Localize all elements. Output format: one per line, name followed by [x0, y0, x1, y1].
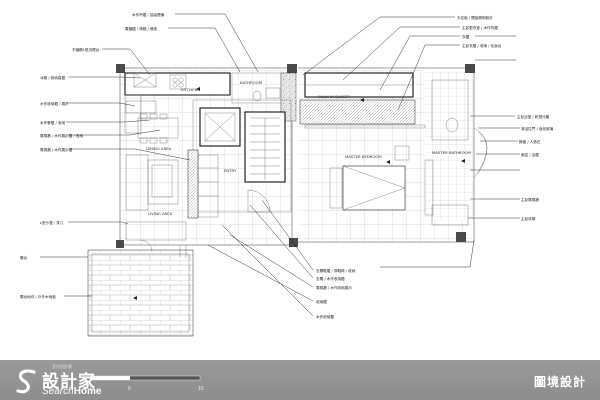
annotation-label: 主臥床頭 — [521, 216, 536, 221]
column — [289, 238, 298, 247]
annotation-label: 木作吊櫃 / 抽油煙機 — [132, 12, 165, 17]
terrazzo-strip — [280, 72, 297, 122]
column — [465, 64, 475, 73]
leader-lines-left — [40, 13, 259, 297]
annotation-label: 主臥電視牆 — [521, 197, 539, 202]
column — [456, 232, 466, 242]
annotation-label: 木作收納櫃 / 展示 — [40, 101, 69, 106]
scale-bar: 0 5 10 — [89, 370, 240, 392]
column — [116, 240, 124, 248]
annotation-label: 電器櫃 / 烤箱 / 微波 — [125, 26, 158, 31]
annotation-label: 冰箱 / 收納高櫃 — [40, 75, 65, 80]
annotation-label: 衣櫃 — [462, 34, 470, 39]
floor-balcony — [88, 250, 193, 336]
annotation-label: 不鏽鋼L型流理台 — [72, 47, 100, 52]
scale-label-0: 0 — [90, 386, 93, 392]
room-label-bathroom: BATHROOM — [240, 80, 262, 85]
annotation-label: 電視牆 / 木作收納展示 — [316, 285, 352, 290]
annotation-label: 收納櫃 — [316, 299, 327, 304]
closet-shelving — [299, 99, 416, 125]
annotation-label: 玄關鞋櫃 / 穿鞋椅 / 收納 — [316, 268, 356, 273]
scale-bar-graphic — [89, 375, 201, 381]
room-label-dining: DINING AREA — [146, 146, 172, 151]
leader-lines-right — [302, 16, 520, 268]
annotation-label: 電視牆 / 木作展示櫃 / 收納 — [40, 133, 83, 138]
annotation-label: 淋浴拉門 / 強化玻璃 — [521, 126, 554, 131]
annotation-label: 電視牆 / 木作展示櫃 — [40, 147, 73, 152]
room-label-master-bedroom: MASTER BEDROOM — [345, 154, 382, 159]
section-markers — [133, 87, 465, 300]
room-label-living: LIVING AREA — [148, 211, 173, 216]
annotation-label: 木作餐櫃 / 收納 — [40, 120, 65, 125]
annotation-label: 陽台 — [20, 255, 28, 260]
tv-storage-wall — [187, 149, 199, 219]
scale-label-10: 10 — [198, 386, 204, 392]
scale-label-5: 5 — [128, 386, 131, 392]
floor-plan-drawing: KITCHEN BATHROOM DINING AREA ENTRY LIVIN… — [20, 12, 554, 337]
annotation-label: 玄關 / 木作收納櫃 — [316, 276, 345, 281]
annotations-right: 天花板 / 間接照明設計 主臥更衣室 / 木作衣櫃 衣櫃 主臥衣櫃 / 收納 /… — [457, 15, 554, 221]
brand-name-en: SearchHome — [42, 386, 102, 397]
brand-s-mark-icon — [16, 369, 36, 394]
leader-lines-bottom — [207, 199, 314, 317]
column — [116, 64, 125, 73]
column — [287, 64, 297, 73]
brand-name-cn: 設計家 — [42, 372, 96, 392]
annotation-label: 主臥衣櫃 / 收納 / 化妝台 — [462, 43, 502, 48]
master-bed — [342, 165, 406, 211]
annotation-label: 主臥浴室 / 乾濕分離 — [517, 114, 550, 119]
room-label-master-bathroom: MASTER BATHROOM — [432, 150, 471, 155]
annotations-left: 木作吊櫃 / 抽油煙機 電器櫃 / 烤箱 / 微波 不鏽鋼L型流理台 冰箱 / … — [20, 12, 165, 299]
room-label-entry: ENTRY — [224, 168, 237, 173]
annotation-label: 陽台地坪 / 戶外木地板 — [20, 294, 56, 299]
footer-bar: 室內設計網 設計家 SearchHome 0 5 10 圖境設計 — [0, 360, 600, 400]
annotation-label: 木作收納櫃 — [316, 314, 334, 319]
annotation-label: 主臥更衣室 / 木作衣櫃 — [462, 25, 498, 30]
annotation-label: 面盆 / 浴櫃 — [521, 152, 539, 157]
annotation-label: 檯面 / 人造石 — [519, 139, 541, 144]
designer-name: 圖境設計 — [533, 375, 586, 389]
annotation-label: L型沙發 / 茶几 — [40, 220, 64, 225]
annotation-label: 天花板 / 間接照明設計 — [457, 15, 493, 20]
floor-master-bath — [425, 70, 473, 220]
brand-logo[interactable]: 室內設計網 設計家 SearchHome — [12, 364, 132, 398]
annotations-bottom: 玄關鞋櫃 / 穿鞋椅 / 收納 玄關 / 木作收納櫃 電視牆 / 木作收納展示 … — [316, 268, 356, 319]
room-label-walkin-closet: WALK-IN CLOSET — [318, 94, 350, 99]
room-label-kitchen: KITCHEN — [181, 87, 198, 92]
brand-tagline: 室內設計網 — [52, 364, 72, 369]
